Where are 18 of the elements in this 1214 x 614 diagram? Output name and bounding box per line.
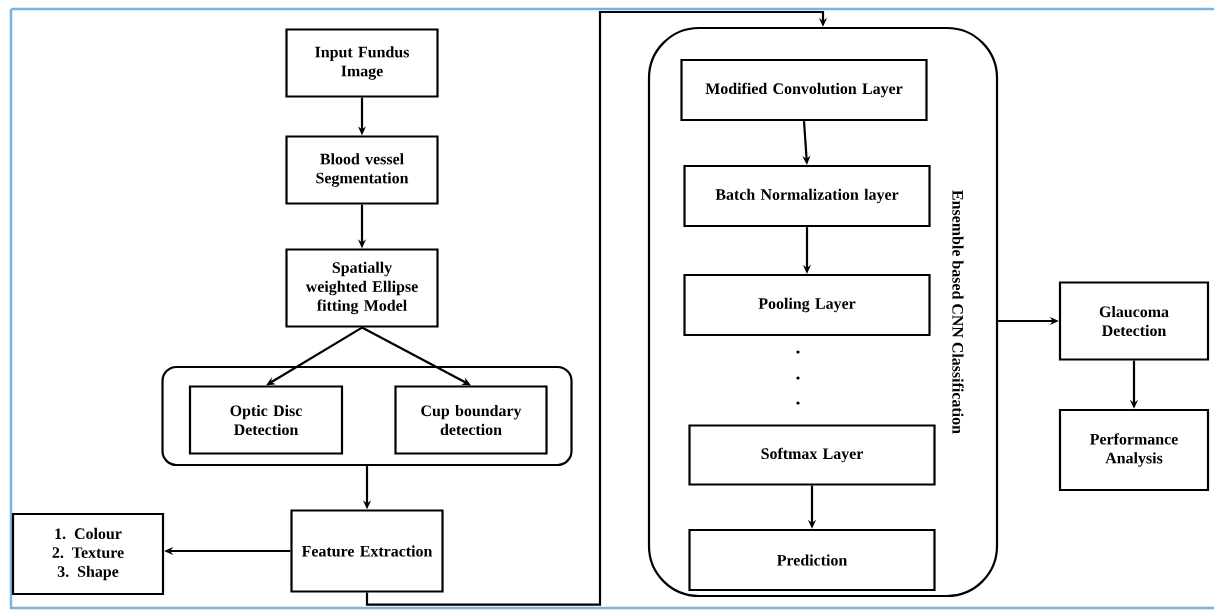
arrow <box>361 326 471 386</box>
group-box <box>161 365 573 467</box>
process-box: Softmax Layer <box>688 424 936 486</box>
process-box: Feature Extraction <box>290 509 444 593</box>
arrow <box>266 326 363 386</box>
process-box: Batch Normalization layer <box>683 164 931 228</box>
process-box: Glaucoma Detection <box>1058 281 1210 361</box>
process-box: Performance Analysis <box>1058 408 1210 492</box>
process-box: Modified Convolution Layer <box>680 58 928 122</box>
process-box: Pooling Layer <box>683 273 931 337</box>
process-box: Blood vessel Segmentation <box>285 135 439 205</box>
process-box: Prediction <box>688 528 936 592</box>
process-box: Spatially weighted Ellipse fitting Model <box>285 248 439 328</box>
process-box: Input Fundus Image <box>285 28 439 98</box>
process-box: Optic Disc Detection <box>188 385 344 455</box>
process-box: Cup boundary detection <box>394 385 548 455</box>
arrow <box>365 10 828 606</box>
process-box: 1. Colour 2. Texture 3. Shape <box>11 512 165 596</box>
